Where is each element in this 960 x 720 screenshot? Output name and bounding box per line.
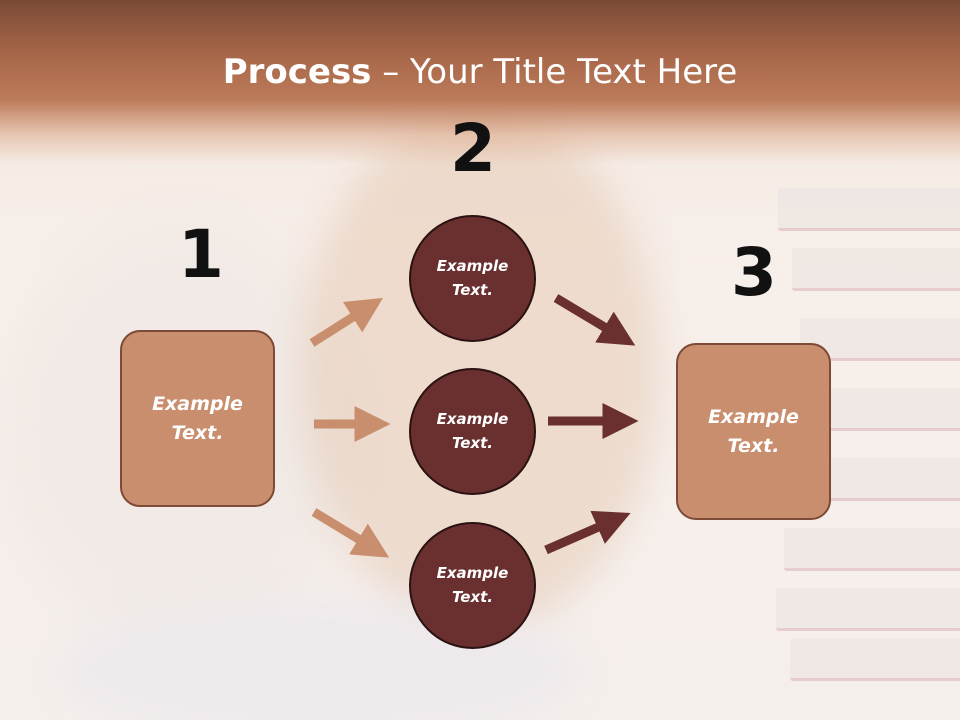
step-number-3: 3 (731, 234, 777, 311)
circle-top-line1: Example (436, 257, 509, 276)
slide-title: Process – Your Title Text Here (0, 52, 960, 92)
circle-middle-line1: Example (436, 410, 509, 429)
step-1-text-line1: Example (152, 393, 243, 415)
arrow-2c-to-3 (544, 510, 631, 555)
step-3-text-line2: Text. (727, 434, 780, 457)
header-band (0, 0, 960, 165)
step-3-text-line1: Example (708, 406, 799, 428)
step-number-2: 2 (450, 110, 496, 187)
step-number-1: 1 (178, 216, 224, 293)
title-rest: – Your Title Text Here (371, 52, 738, 92)
circle-bottom-line1: Example (436, 564, 509, 583)
arrow-2a-to-3 (553, 294, 636, 346)
circle-top-line2: Text. (451, 280, 493, 299)
arrow-1-to-2c (311, 508, 390, 558)
arrow-1-to-2a (309, 297, 383, 347)
circle-bottom-line2: Text. (451, 587, 493, 606)
step-1-text-line2: Text. (171, 421, 224, 444)
title-bold: Process (222, 52, 372, 92)
circle-middle-line2: Text. (451, 433, 493, 452)
